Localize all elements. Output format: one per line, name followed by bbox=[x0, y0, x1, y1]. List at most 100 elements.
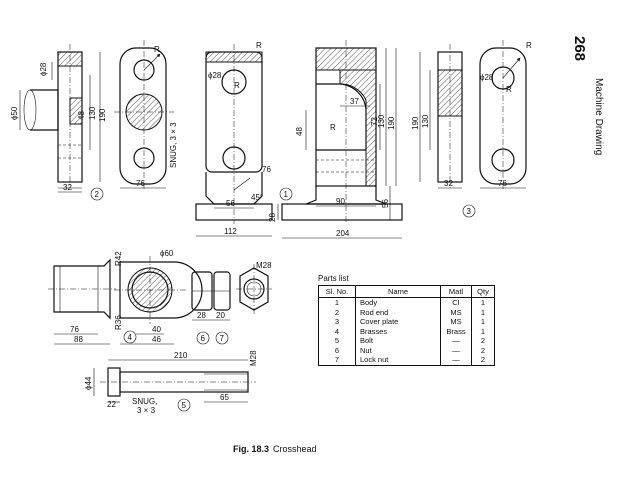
view-nut-locknut bbox=[191, 264, 272, 321]
part-balloon-1 bbox=[279, 187, 293, 201]
dim-28-v: 28 bbox=[268, 213, 277, 222]
cell-slno: 7 bbox=[318, 355, 356, 365]
dim-190-b: 190 bbox=[387, 116, 396, 130]
cell-matl: — bbox=[440, 355, 472, 365]
part-number-3: 3 bbox=[467, 207, 472, 216]
dim-28-h: 28 bbox=[197, 311, 206, 320]
cell-name: Brasses bbox=[355, 326, 441, 336]
dim-r42: R42 bbox=[114, 251, 123, 266]
dim-40: 40 bbox=[152, 325, 161, 334]
table-row: 5 Bolt — 2 bbox=[318, 336, 495, 346]
cell-name: Nut bbox=[355, 345, 441, 355]
dim-r-b: R bbox=[256, 41, 262, 50]
cell-qty: 2 bbox=[471, 345, 495, 355]
view-bolt bbox=[93, 359, 256, 403]
snug-note-b-size: 3 × 3 bbox=[137, 406, 156, 415]
cell-qty: 1 bbox=[471, 297, 495, 308]
dim-46: 46 bbox=[152, 335, 161, 344]
dim-210: 210 bbox=[174, 351, 188, 360]
cell-name: Lock nut bbox=[355, 355, 441, 365]
dim-48-b: 48 bbox=[295, 127, 304, 136]
cell-qty: 1 bbox=[471, 307, 495, 317]
cell-slno: 5 bbox=[318, 336, 356, 346]
cell-slno: 6 bbox=[318, 345, 356, 355]
cell-qty: 1 bbox=[471, 326, 495, 336]
cell-name: Body bbox=[355, 297, 441, 308]
part-number-2: 2 bbox=[95, 190, 100, 199]
dim-dia28-b: ϕ28 bbox=[208, 71, 222, 80]
dim-76-b: 76 bbox=[262, 165, 271, 174]
dim-45deg: 45° bbox=[251, 193, 263, 202]
dim-r-d2: R bbox=[506, 85, 512, 94]
dim-190-c: 190 bbox=[411, 116, 420, 130]
view-rod-end-front bbox=[114, 40, 174, 190]
parts-list-title: Parts list bbox=[318, 274, 349, 283]
dim-dia50: ϕ50 bbox=[10, 106, 19, 120]
table-row: 3 Cover plate MS 1 bbox=[318, 317, 495, 327]
column-header: Name bbox=[355, 285, 441, 298]
cell-matl: MS bbox=[440, 317, 472, 327]
parts-table-header: Sl. No. Name Matl Qty bbox=[318, 285, 495, 298]
dim-76-c: 76 bbox=[498, 179, 507, 188]
dim-88: 88 bbox=[74, 335, 83, 344]
view-body-section bbox=[281, 40, 403, 239]
parts-table: Sl. No. Name Matl Qty 1 Body CI 1 2 Rod … bbox=[318, 285, 495, 366]
figure-title: Crosshead bbox=[273, 444, 317, 454]
view-brasses bbox=[48, 256, 203, 345]
part-number-5: 5 bbox=[182, 401, 187, 410]
table-row: 6 Nut — 2 bbox=[318, 345, 495, 355]
cell-slno: 2 bbox=[318, 307, 356, 317]
view-body-front bbox=[195, 44, 279, 237]
cell-name: Cover plate bbox=[355, 317, 441, 327]
view-rod-end-section bbox=[19, 44, 101, 189]
part-number-6: 6 bbox=[201, 334, 206, 343]
snug-note-b: SNUG, bbox=[132, 397, 157, 406]
part-number-7: 7 bbox=[220, 334, 225, 343]
column-header: Sl. No. bbox=[318, 285, 356, 298]
dim-32-b: 32 bbox=[444, 179, 453, 188]
figure-number: Fig. 18.3 bbox=[233, 444, 270, 454]
part-balloon-3 bbox=[462, 204, 476, 218]
dim-65: 65 bbox=[220, 393, 229, 402]
part-balloon-5 bbox=[177, 398, 191, 412]
cell-matl: — bbox=[440, 336, 472, 346]
dim-r-c: R bbox=[330, 123, 336, 132]
dim-dia28-c: ϕ28 bbox=[480, 73, 494, 82]
part-balloon-7 bbox=[215, 331, 229, 345]
dim-76-d: 76 bbox=[70, 325, 79, 334]
cell-name: Rod end bbox=[355, 307, 441, 317]
cell-name: Bolt bbox=[355, 336, 441, 346]
dim-130-c: 130 bbox=[421, 114, 430, 128]
cell-matl: Brass bbox=[440, 326, 472, 336]
dim-76-a: 76 bbox=[136, 179, 145, 188]
cell-matl: CI bbox=[440, 297, 472, 308]
cell-slno: 1 bbox=[318, 297, 356, 308]
dim-dia60: ϕ60 bbox=[160, 249, 174, 258]
dim-m28-a: M28 bbox=[256, 261, 272, 270]
dim-56-v: 56 bbox=[381, 199, 390, 208]
dim-r-d: R bbox=[526, 41, 532, 50]
dim-56-a: 56 bbox=[226, 199, 235, 208]
dim-90: 90 bbox=[336, 197, 345, 206]
column-header: Qty bbox=[471, 285, 495, 298]
snug-note-a: SNUG, 3 × 3 bbox=[169, 122, 178, 168]
dim-dia44: ϕ44 bbox=[84, 376, 93, 390]
dim-20: 20 bbox=[216, 311, 225, 320]
dim-130-a: 130 bbox=[88, 106, 97, 120]
parts-list: Parts list Sl. No. Name Matl Qty 1 Body … bbox=[318, 274, 495, 366]
view-cover-plate-front bbox=[479, 40, 527, 190]
cell-matl: MS bbox=[440, 307, 472, 317]
table-row: 7 Lock nut — 2 bbox=[318, 355, 495, 365]
cell-qty: 1 bbox=[471, 317, 495, 327]
dim-112: 112 bbox=[224, 227, 237, 236]
dim-72: 72 bbox=[370, 117, 379, 126]
dim-m28-b: M28 bbox=[249, 350, 258, 366]
part-number-4: 4 bbox=[128, 333, 133, 342]
dim-130-b: 130 bbox=[377, 114, 386, 128]
cell-matl: — bbox=[440, 345, 472, 355]
part-balloon-2 bbox=[90, 187, 104, 201]
dim-r-b2: R bbox=[234, 81, 240, 90]
part-number-1: 1 bbox=[284, 190, 289, 199]
table-row: 4 Brasses Brass 1 bbox=[318, 326, 495, 336]
